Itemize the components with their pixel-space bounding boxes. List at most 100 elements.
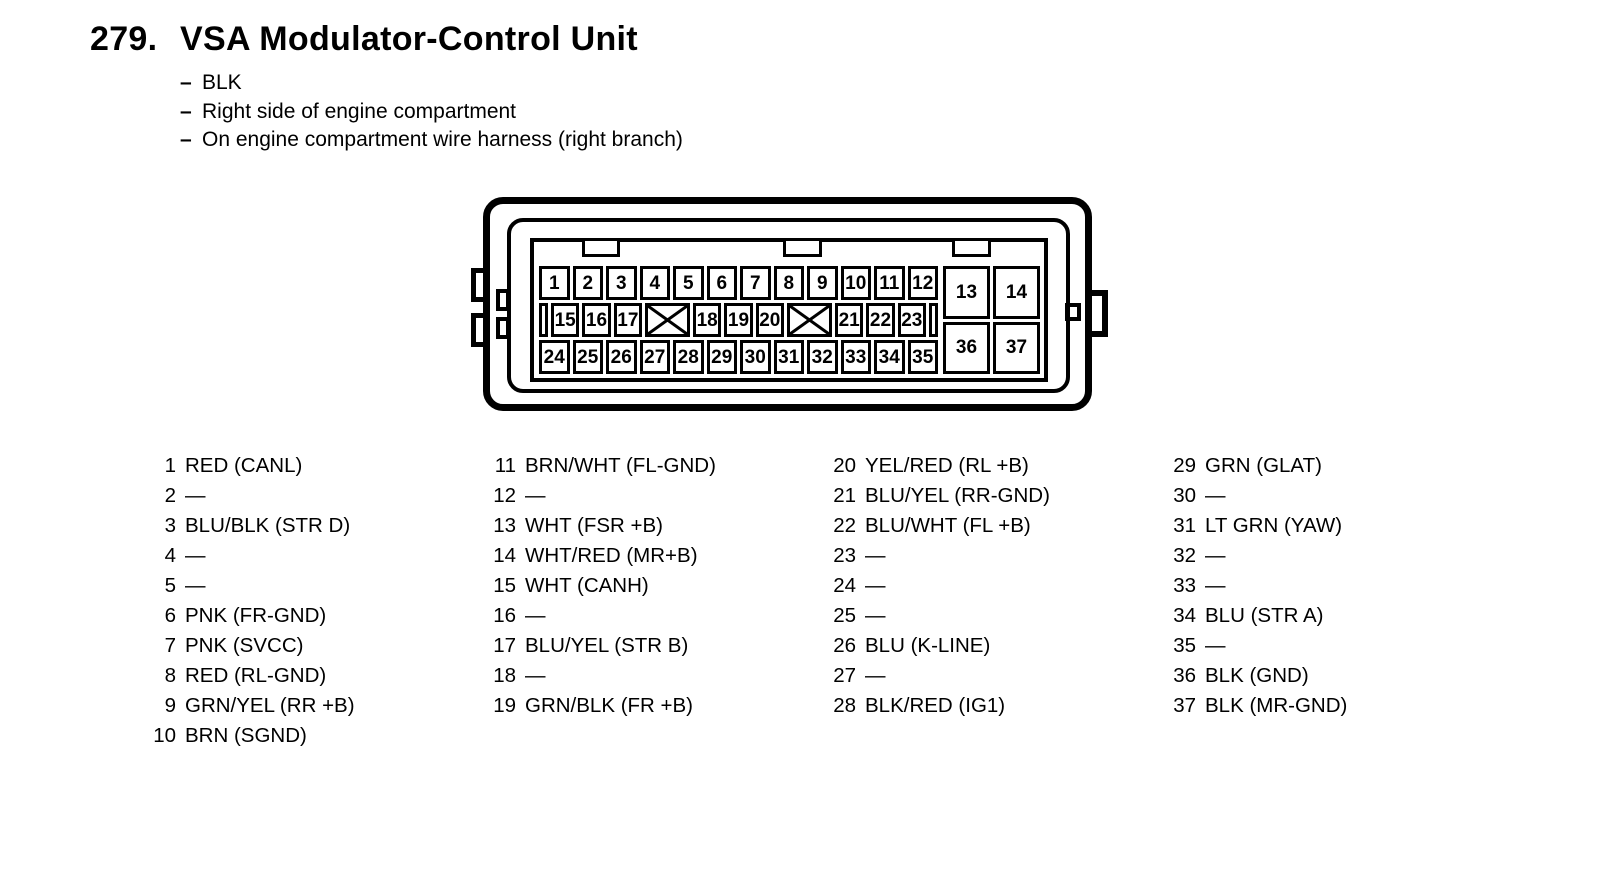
section-number: 279. — [90, 20, 158, 58]
pin-number: 29 — [1173, 454, 1196, 477]
location-notes: –BLK–Right side of engine compartment–On… — [180, 69, 683, 155]
pin-wire-label: PNK (SVCC) — [185, 634, 304, 657]
pin-number: 16 — [493, 604, 516, 627]
pin-number: 19 — [493, 694, 516, 717]
pin-wire-label: — — [185, 544, 206, 567]
pin-cell-19: 19 — [724, 303, 753, 337]
pin-wire-label: — — [1205, 634, 1226, 657]
pin-cell-31: 31 — [773, 340, 804, 374]
pin-cell-34: 34 — [874, 340, 905, 374]
pin-number: 33 — [1173, 574, 1196, 597]
pin-wire-label: BLK (GND) — [1205, 664, 1309, 687]
pin-number: 10 — [153, 724, 176, 747]
pin-cell-25: 25 — [572, 340, 603, 374]
location-note: –On engine compartment wire harness (rig… — [180, 126, 683, 155]
pin-number: 21 — [833, 484, 856, 507]
cross-icon — [789, 306, 829, 334]
pin-cell-33: 33 — [840, 340, 871, 374]
pin-cell-26: 26 — [606, 340, 637, 374]
pin-wire-label: RED (RL-GND) — [185, 664, 327, 687]
pin-cell-8: 8 — [773, 266, 804, 300]
note-dash: – — [180, 128, 192, 152]
pin-wire-label: — — [1205, 484, 1226, 507]
pin-entry-10: 10 BRN (SGND) — [132, 721, 355, 751]
pin-cell-32: 32 — [807, 340, 838, 374]
pin-entry-2: 2— — [132, 481, 355, 511]
pin-number: 35 — [1173, 634, 1196, 657]
pin-number: 3 — [164, 514, 176, 537]
pin-cell-15: 15 — [551, 303, 580, 337]
pin-number: 12 — [493, 484, 516, 507]
pin-wire-label: BLU (STR A) — [1205, 604, 1324, 627]
location-note: –BLK — [180, 69, 683, 98]
pin-cell-12: 12 — [907, 266, 938, 300]
pin-number: 11 — [494, 454, 516, 477]
pin-cell-6: 6 — [706, 266, 737, 300]
pin-wire-label: BLU/BLK (STR D) — [185, 514, 351, 537]
pin-entry-3: 3 BLU/BLK (STR D) — [132, 511, 355, 541]
pin-wire-label: BLU (K-LINE) — [865, 634, 991, 657]
pin-entry-12: 12 — — [472, 481, 716, 511]
pin-cell-30: 30 — [740, 340, 771, 374]
pin-entry-7: 7 PNK (SVCC) — [132, 631, 355, 661]
pin-cell-14: 14 — [993, 266, 1040, 319]
pin-wire-label: — — [1205, 574, 1226, 597]
pin-cell-1: 1 — [539, 266, 570, 300]
note-text: On engine compartment wire harness (righ… — [202, 128, 683, 152]
pin-number: 9 — [164, 694, 176, 717]
pin-number: 32 — [1173, 544, 1196, 567]
pin-entry-32: 32— — [1152, 541, 1347, 571]
keying-tab — [952, 238, 991, 257]
spacer-cell — [928, 303, 938, 337]
pin-cell-4: 4 — [639, 266, 670, 300]
pin-number: 7 — [164, 634, 176, 657]
pin-number: 15 — [493, 574, 516, 597]
cross-icon — [647, 306, 687, 334]
connector-inner-shell — [507, 218, 1070, 393]
pin-wire-label: BRN (SGND) — [185, 724, 307, 747]
pin-cell-5: 5 — [673, 266, 704, 300]
pin-wire-label: WHT/RED (MR+B) — [525, 544, 698, 567]
pin-wire-label: — — [525, 484, 546, 507]
location-note: –Right side of engine compartment — [180, 98, 683, 127]
pin-cell-3: 3 — [606, 266, 637, 300]
pin-entry-14: 14 WHT/RED (MR+B) — [472, 541, 716, 571]
pin-number: 4 — [164, 544, 176, 567]
pin-wire-label: — — [865, 604, 886, 627]
keying-tab — [582, 238, 620, 257]
pin-number: 26 — [833, 634, 856, 657]
pin-number: 2 — [164, 484, 176, 507]
pin-number: 20 — [833, 454, 856, 477]
pin-cell-18: 18 — [692, 303, 722, 337]
pin-entry-35: 35 — — [1152, 631, 1347, 661]
note-text: BLK — [202, 71, 242, 95]
note-text: Right side of engine compartment — [202, 99, 517, 123]
pin-number: 37 — [1173, 694, 1196, 717]
pin-number: 14 — [493, 544, 516, 567]
pin-cell-29: 29 — [706, 340, 737, 374]
pin-entry-27: 27— — [812, 661, 1050, 691]
